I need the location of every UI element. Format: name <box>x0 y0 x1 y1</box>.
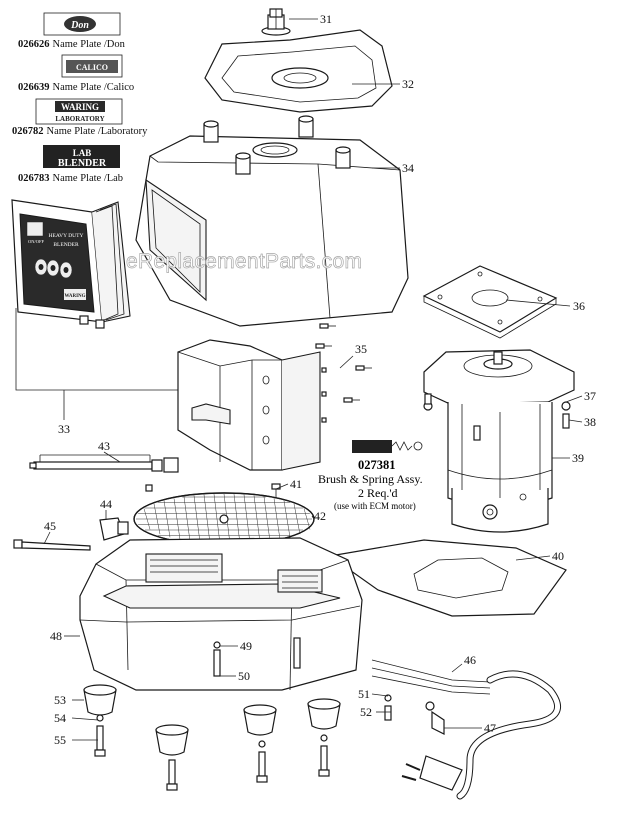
part-31-drive-coupling <box>261 8 291 36</box>
part-32-container-pad <box>204 29 393 113</box>
callout-54: 54 <box>54 711 66 725</box>
callout-50: 50 <box>238 669 250 683</box>
part-34-upper-housing <box>135 115 409 327</box>
brush-caption: 027381 Brush & Spring Assy. 2 Req.'d (us… <box>318 458 423 511</box>
callout-38: 38 <box>584 415 596 429</box>
callout-55: 55 <box>54 733 66 747</box>
callout-35: 35 <box>355 342 367 356</box>
part-44-foot-pad <box>99 517 129 541</box>
callout-34: 34 <box>402 161 414 175</box>
part-46-power-cord <box>371 659 562 800</box>
part-45-cable-tie <box>13 539 91 551</box>
callout-53: 53 <box>54 693 66 707</box>
callout-46: 46 <box>464 653 476 667</box>
callout-32: 32 <box>402 77 414 91</box>
callout-52: 52 <box>360 705 372 719</box>
panel-text-heavy: HEAVY DUTY <box>49 233 84 239</box>
callout-31: 31 <box>320 12 332 26</box>
part-35-bracket-assembly <box>177 323 372 471</box>
feet-53 <box>83 684 341 791</box>
badge-lab-text: LAB <box>73 148 92 158</box>
callout-48: 48 <box>50 629 62 643</box>
badge-don-text: Don <box>70 20 89 31</box>
part-48-base <box>79 537 363 691</box>
callout-42: 42 <box>314 509 326 523</box>
panel-text-blender: BLENDER <box>53 242 79 248</box>
foot-1 <box>83 684 117 757</box>
badge-waring-text: WARING <box>61 102 99 112</box>
callout-47: 47 <box>484 721 496 735</box>
panel-text-onoff: ON/OFF <box>28 239 45 244</box>
part-47-strain-relief <box>425 701 445 735</box>
leader-33 <box>15 308 180 391</box>
badge-blender-text: BLENDER <box>58 158 107 169</box>
screws-35 <box>315 323 372 423</box>
part-43-relay-cord <box>29 454 179 473</box>
callout-36: 36 <box>573 299 585 313</box>
callout-numbers: 31 32 34 35 36 37 38 39 33 43 41 42 44 4… <box>44 12 596 747</box>
brush-line2: 2 Req.'d <box>358 486 398 500</box>
brush-line1: Brush & Spring Assy. <box>318 472 423 486</box>
leader-lines <box>43 18 583 741</box>
base-vents-left <box>150 559 218 573</box>
brush-code: 027381 <box>358 458 396 472</box>
brush-spring-assembly <box>352 440 423 453</box>
callout-37: 37 <box>584 389 596 403</box>
part-39-motor <box>423 349 575 533</box>
part-42-screen <box>133 492 315 546</box>
callout-41: 41 <box>290 477 302 491</box>
foot-2 <box>155 724 189 791</box>
foot-3 <box>243 704 277 783</box>
callout-49: 49 <box>240 639 252 653</box>
part-33-switch-panel: HEAVY DUTY BLENDER ON/OFF WARING <box>11 199 131 329</box>
panel-brand: WARING <box>64 294 85 299</box>
callout-51: 51 <box>358 687 370 701</box>
callout-39: 39 <box>572 451 584 465</box>
screws-37-38 <box>423 393 571 441</box>
part-40-gasket <box>328 539 567 617</box>
part-36-motor-plate <box>422 265 558 339</box>
screw-41 <box>145 483 281 498</box>
badge-laboratory-text: LABORATORY <box>55 115 104 123</box>
watermark-text: eReplacementParts.com <box>126 250 362 273</box>
foot-4 <box>307 698 341 777</box>
callout-33: 33 <box>58 422 70 436</box>
screws-49-50 <box>213 637 301 677</box>
callout-43: 43 <box>98 439 110 453</box>
callout-40: 40 <box>552 549 564 563</box>
part-51-52 <box>384 694 392 721</box>
callout-44: 44 <box>100 497 112 511</box>
badge-calico-text: CALICO <box>76 63 108 72</box>
brush-line3: (use with ECM motor) <box>334 501 416 511</box>
callout-45: 45 <box>44 519 56 533</box>
